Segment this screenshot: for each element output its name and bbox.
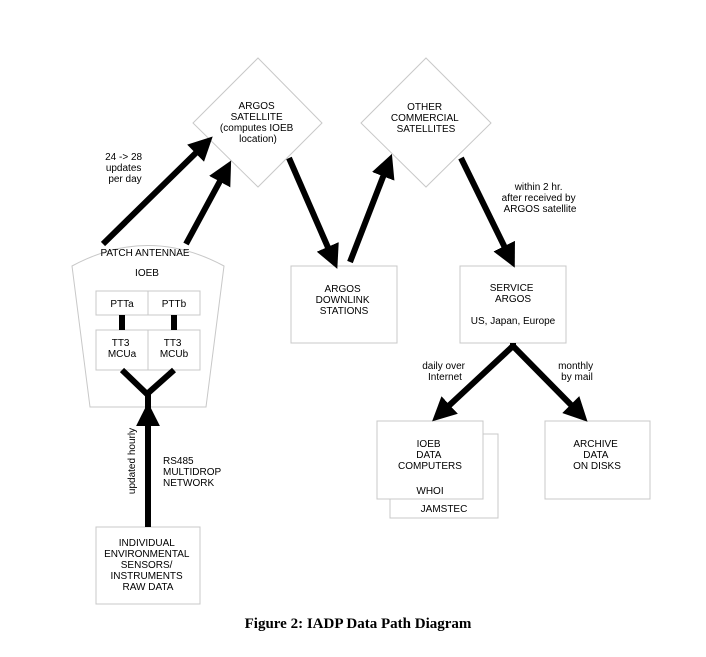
antenna-to-argos-arrow-a — [100, 136, 213, 247]
daily-internet-label: daily over Internet — [422, 361, 468, 383]
other-satellites-label: OTHER COMMERCIAL SATELLITES — [391, 102, 461, 135]
downlink-stations-label: ARGOS DOWNLINK STATIONS — [316, 284, 373, 317]
archive-box — [544, 420, 651, 500]
ioeb-label: IOEB — [135, 268, 159, 279]
sensors-box — [95, 526, 201, 605]
rs485-label: RS485 MULTIDROP NETWORK — [163, 456, 224, 489]
argos-satellite-label: ARGOS SATELLITE (computes IOEB location) — [220, 101, 296, 145]
ioeb-computers-label: IOEB DATA COMPUTERS — [398, 439, 462, 472]
updated-hourly-label: updated hourly — [127, 428, 138, 494]
service-regions-label: US, Japan, Europe — [471, 316, 556, 327]
updates-per-day-label: 24 -> 28 updates per day — [105, 152, 145, 185]
archive-label: ARCHIVE DATA ON DISKS — [573, 439, 621, 472]
ptta-label: PTTa — [110, 299, 134, 310]
sensors-label: INDIVIDUAL ENVIRONMENTAL SENSORS/ INSTRU… — [104, 538, 192, 593]
commercial-to-service-arrow — [458, 156, 515, 268]
monthly-mail-label: monthly by mail — [558, 361, 596, 383]
service-to-computers-arrow — [432, 343, 516, 422]
downlink-stations-box — [290, 265, 398, 344]
argos-satellite-node — [192, 57, 323, 188]
jamstec-label: JAMSTEC — [421, 504, 468, 515]
pttb-label: PTTb — [162, 299, 187, 310]
patch-antennae-label: PATCH ANTENNAE — [100, 248, 189, 259]
within-2hr-label: within 2 hr. after received by ARGOS sat… — [502, 182, 579, 215]
downlink-to-commercial-arrow — [347, 153, 395, 264]
antenna-to-argos-arrow-b — [183, 160, 232, 246]
pttb-box — [147, 290, 201, 316]
figure-caption: Figure 2: IADP Data Path Diagram — [245, 616, 472, 632]
mcua-label: TT3 MCUa — [108, 338, 137, 360]
mcub-label: TT3 MCUb — [160, 338, 189, 360]
service-argos-label: SERVICE ARGOS — [490, 283, 537, 305]
argos-to-downlink-arrow — [286, 156, 339, 269]
whoi-label: WHOI — [416, 486, 443, 497]
mcub-box — [147, 329, 201, 371]
service-to-archive-arrow — [510, 343, 588, 422]
ioeb-computers-box — [376, 420, 484, 500]
service-argos-box — [459, 265, 567, 344]
